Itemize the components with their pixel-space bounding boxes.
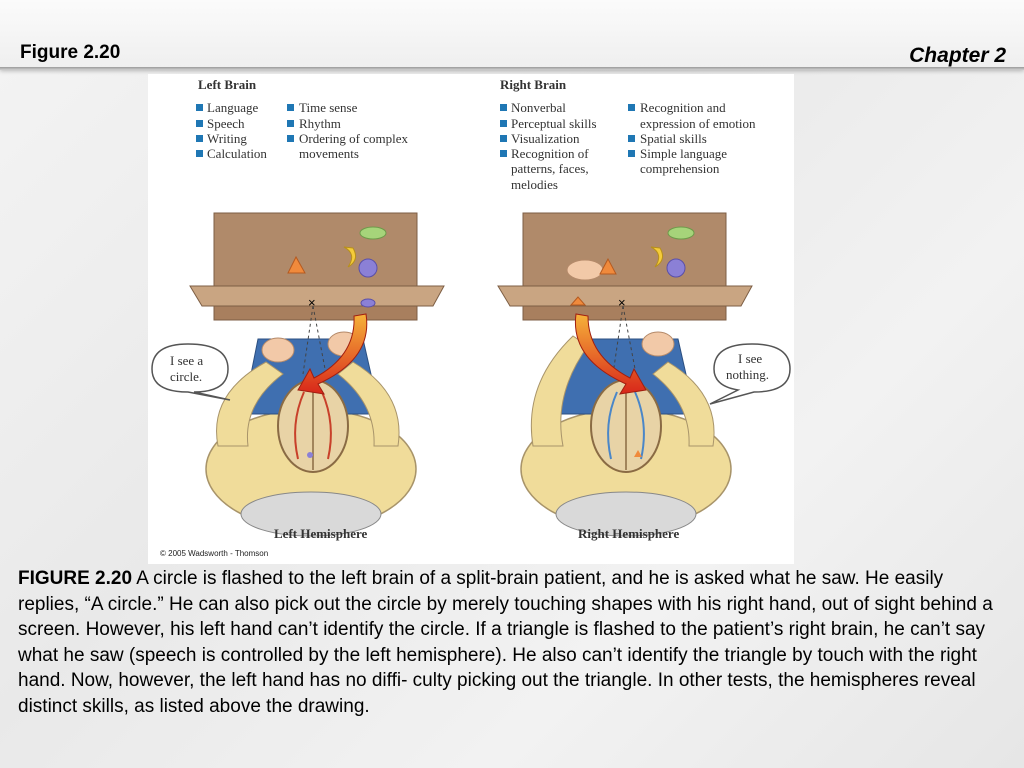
bullet-icon — [287, 120, 294, 127]
table-top — [497, 285, 753, 307]
header-divider — [0, 67, 1024, 70]
flashed-triangle-icon — [569, 296, 587, 306]
neural-path-icon — [607, 391, 618, 460]
screen-panel — [213, 212, 418, 288]
list-item: Recognition of — [511, 146, 589, 161]
neural-path-icon — [294, 391, 305, 460]
caption-text: A circle is flashed to the left brain of… — [18, 568, 993, 717]
brain-circle-icon — [307, 452, 313, 458]
right-arm — [337, 361, 400, 447]
left-brain-list-1: Language Speech Writing Calculation — [196, 100, 267, 161]
bullet-icon — [500, 120, 507, 127]
bullet-icon — [500, 150, 507, 157]
right-scene: × I see nothing. Right Hemisphere — [497, 212, 791, 541]
oval-shape-icon — [359, 226, 387, 240]
list-item: Rhythm — [299, 116, 341, 131]
figure-label: Figure 2.20 — [20, 42, 121, 63]
table-top — [189, 285, 445, 307]
list-item: Simple language — [640, 146, 727, 161]
list-item: movements — [299, 146, 359, 161]
bullet-icon — [628, 135, 635, 142]
figure-caption: FIGURE 2.20 A circle is flashed to the l… — [18, 566, 1008, 719]
list-item: comprehension — [640, 161, 720, 176]
bullet-icon — [196, 104, 203, 111]
caption-label: FIGURE 2.20 — [18, 568, 133, 589]
hand-icon — [641, 331, 675, 357]
figure-illustration: Left Brain Language Speech Writing Calcu… — [148, 74, 794, 564]
list-item: Visualization — [511, 131, 580, 146]
header-bar — [0, 0, 1024, 68]
flashed-circle-icon — [360, 298, 376, 308]
left-brain-heading: Left Brain — [198, 77, 257, 92]
crescent-shape-icon — [650, 246, 664, 268]
brain-triangle-icon — [634, 450, 642, 457]
bullet-icon — [196, 120, 203, 127]
left-hemisphere-caption: Left Hemisphere — [274, 526, 367, 541]
fixation-cross-icon: × — [308, 295, 316, 310]
left-arm — [216, 361, 284, 447]
bullet-icon — [287, 104, 294, 111]
list-item: expression of emotion — [640, 116, 756, 131]
circle-shape-icon — [666, 258, 686, 278]
list-item: Time sense — [299, 100, 358, 115]
list-item: Nonverbal — [511, 100, 566, 115]
list-item: melodies — [511, 177, 558, 192]
bullet-icon — [628, 150, 635, 157]
hand-icon — [261, 337, 295, 363]
list-item: patterns, faces, — [511, 161, 589, 176]
speech-bubble — [151, 343, 231, 401]
speech-text-line-1: I see — [738, 351, 762, 366]
right-brain-list-1: Nonverbal Perceptual skills Visualizatio… — [500, 100, 597, 192]
right-arm — [652, 361, 715, 447]
signal-arrow-icon — [297, 313, 368, 395]
left-scene: × I see a circle. Left Hemisphere — [151, 212, 445, 541]
right-brain-heading: Right Brain — [500, 77, 567, 92]
bullet-icon — [500, 104, 507, 111]
list-item: Language — [207, 100, 258, 115]
hand-icon — [566, 259, 604, 281]
bullet-icon — [628, 104, 635, 111]
list-item: Speech — [207, 116, 245, 131]
list-item: Calculation — [207, 146, 267, 161]
speech-text-line-1: I see a — [170, 353, 203, 368]
oval-shape-icon — [667, 226, 695, 240]
speech-text-line-2: circle. — [170, 369, 202, 384]
speech-text-line-2: nothing. — [726, 367, 769, 382]
crescent-shape-icon — [343, 246, 357, 268]
bullet-icon — [196, 150, 203, 157]
list-item: Perceptual skills — [511, 116, 597, 131]
bullet-icon — [500, 135, 507, 142]
signal-arrow-icon — [574, 313, 647, 395]
left-brain-list-2: Time sense Rhythm Ordering of complex mo… — [287, 100, 409, 161]
speech-bubble — [709, 343, 791, 405]
list-item: Writing — [207, 131, 247, 146]
bullet-icon — [287, 135, 294, 142]
neural-path-icon — [321, 391, 332, 460]
neural-path-icon — [634, 391, 645, 460]
right-brain-list-2: Recognition and expression of emotion Sp… — [628, 100, 756, 176]
copyright-notice: © 2005 Wadsworth - Thomson — [160, 549, 268, 558]
list-item: Spatial skills — [640, 131, 707, 146]
chair-back — [555, 491, 697, 537]
list-item: Ordering of complex — [299, 131, 409, 146]
circle-shape-icon — [358, 258, 378, 278]
triangle-shape-icon — [599, 257, 617, 275]
triangle-shape-icon — [287, 255, 306, 274]
screen-panel — [522, 212, 727, 288]
chair-back — [240, 491, 382, 537]
right-hemisphere-caption: Right Hemisphere — [578, 526, 679, 541]
bullet-icon — [196, 135, 203, 142]
chapter-label: Chapter 2 — [909, 44, 1006, 67]
fixation-cross-icon: × — [618, 295, 626, 310]
list-item: Recognition and — [640, 100, 726, 115]
